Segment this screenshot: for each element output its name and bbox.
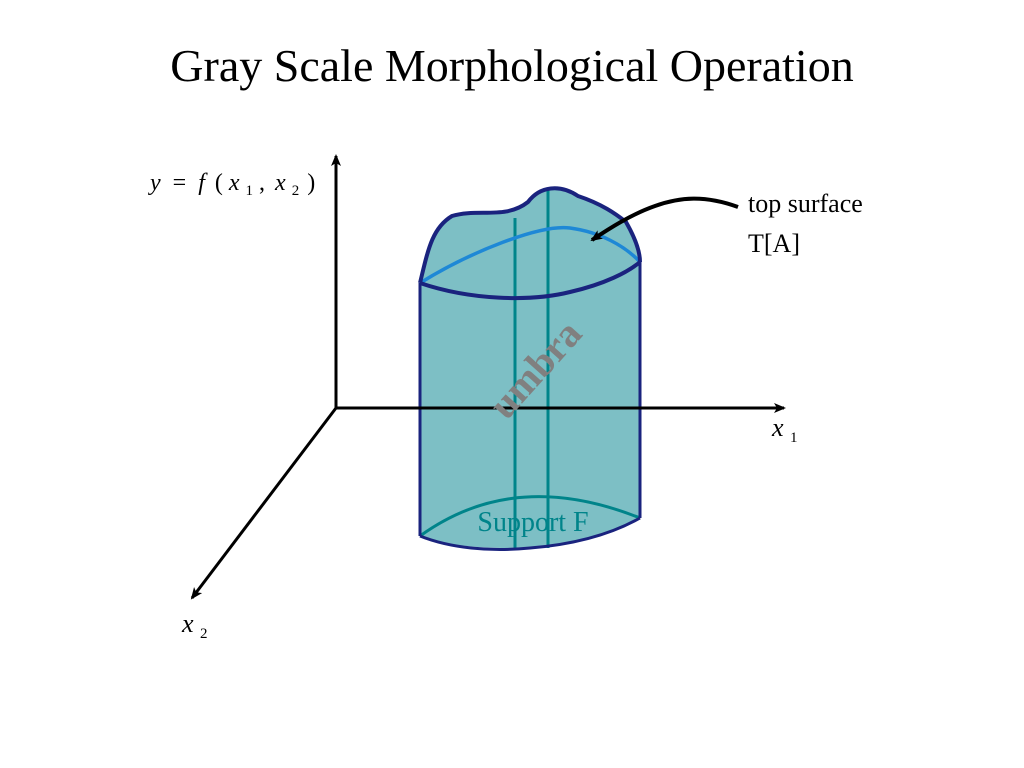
x1-axis-label: x 1 (771, 413, 798, 446)
top-surface-outline (418, 186, 642, 284)
inner-grid (419, 190, 641, 548)
top-rim-front (419, 260, 642, 301)
top-surface-inner-curve (419, 225, 642, 285)
x2-axis (190, 407, 338, 600)
slide-title: Gray Scale Morphological Operation (170, 40, 854, 91)
axes (190, 154, 786, 600)
support-curve (419, 495, 641, 538)
bottom-rim (419, 516, 641, 551)
top-surface-pointer-arrow (590, 196, 739, 242)
x2-axis-label: x 2 (181, 609, 208, 642)
umbra-body (420, 188, 640, 549)
support-label: Support F (477, 507, 588, 538)
top-surface-label: top surface (748, 189, 863, 218)
top-surface-set-label: T[A] (748, 229, 800, 258)
y-axis-label: y = f ( x 1 , x 2 ) (148, 170, 315, 201)
